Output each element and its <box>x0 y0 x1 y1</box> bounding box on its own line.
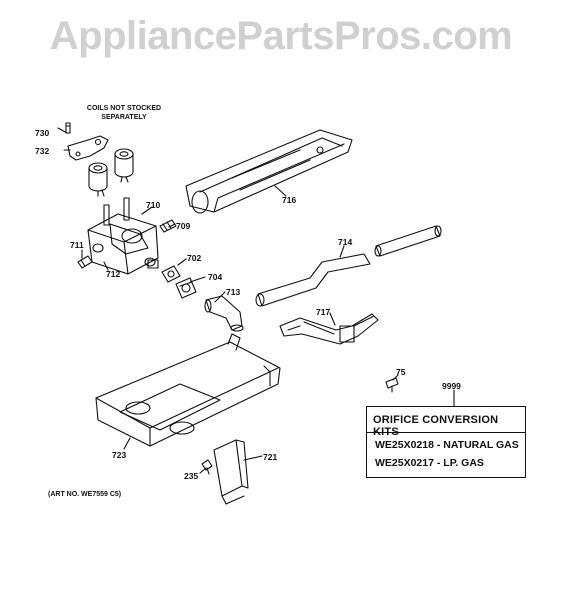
callout-732: 732 <box>35 146 50 156</box>
callout-75: 75 <box>396 367 406 377</box>
coils-note-line1: COILS NOT STOCKED <box>86 105 162 112</box>
leader-723 <box>123 437 131 450</box>
bracket-723 <box>95 333 281 447</box>
callout-716: 716 <box>282 195 297 205</box>
elbow-713 <box>204 295 244 332</box>
callout-721: 721 <box>263 452 278 462</box>
callout-704: 704 <box>208 272 223 282</box>
callout-710: 710 <box>146 200 161 210</box>
fitting-704 <box>175 277 197 299</box>
kit-natural-gas: WE25X0218 - NATURAL GAS <box>375 439 519 451</box>
gas-valve-712 <box>87 197 159 275</box>
callout-730: 730 <box>35 128 50 138</box>
leader-714 <box>339 245 345 258</box>
leader-717 <box>329 312 336 326</box>
art-number: (ART NO. WE7559 C5) <box>48 491 122 498</box>
callout-714: 714 <box>338 237 353 247</box>
fitting-709 <box>159 219 177 233</box>
callout-9999: 9999 <box>442 381 461 391</box>
shield-721 <box>213 439 249 505</box>
watermark: AppliancePartsPros.com <box>49 14 513 58</box>
callout-712: 712 <box>106 269 121 279</box>
screw-730 <box>65 122 71 134</box>
coils <box>88 148 134 197</box>
kit-title: ORIFICE CONVERSION KITS <box>373 414 499 438</box>
callout-709: 709 <box>176 221 191 231</box>
screw-75 <box>385 377 399 393</box>
leader-716 <box>274 185 287 197</box>
callout-711: 711 <box>70 240 84 250</box>
burner-716 <box>185 129 353 214</box>
screw-711 <box>77 255 93 269</box>
callout-235: 235 <box>184 471 199 481</box>
leader-710 <box>141 206 153 215</box>
kit-lp-gas: WE25X0217 - LP. GAS <box>375 457 484 469</box>
callout-702: 702 <box>187 253 202 263</box>
callout-717: 717 <box>316 307 331 317</box>
coils-note: COILS NOT STOCKED SEPARATELY <box>72 104 176 122</box>
kit-divider <box>367 432 525 433</box>
leader-704 <box>189 276 206 283</box>
screw-235 <box>201 459 213 475</box>
igniter-717 <box>279 313 379 345</box>
coils-note-line2: SEPARATELY <box>101 114 147 121</box>
orifice-kit-box: ORIFICE CONVERSION KITS WE25X0218 - NATU… <box>366 406 526 478</box>
leader-721 <box>243 455 263 461</box>
tube-714 <box>255 225 442 307</box>
callout-723: 723 <box>112 450 127 460</box>
leader-702 <box>177 258 187 266</box>
callout-713: 713 <box>226 287 241 297</box>
leader-712 <box>103 261 109 271</box>
fitting-702 <box>161 265 181 283</box>
bracket-732 <box>67 135 109 161</box>
